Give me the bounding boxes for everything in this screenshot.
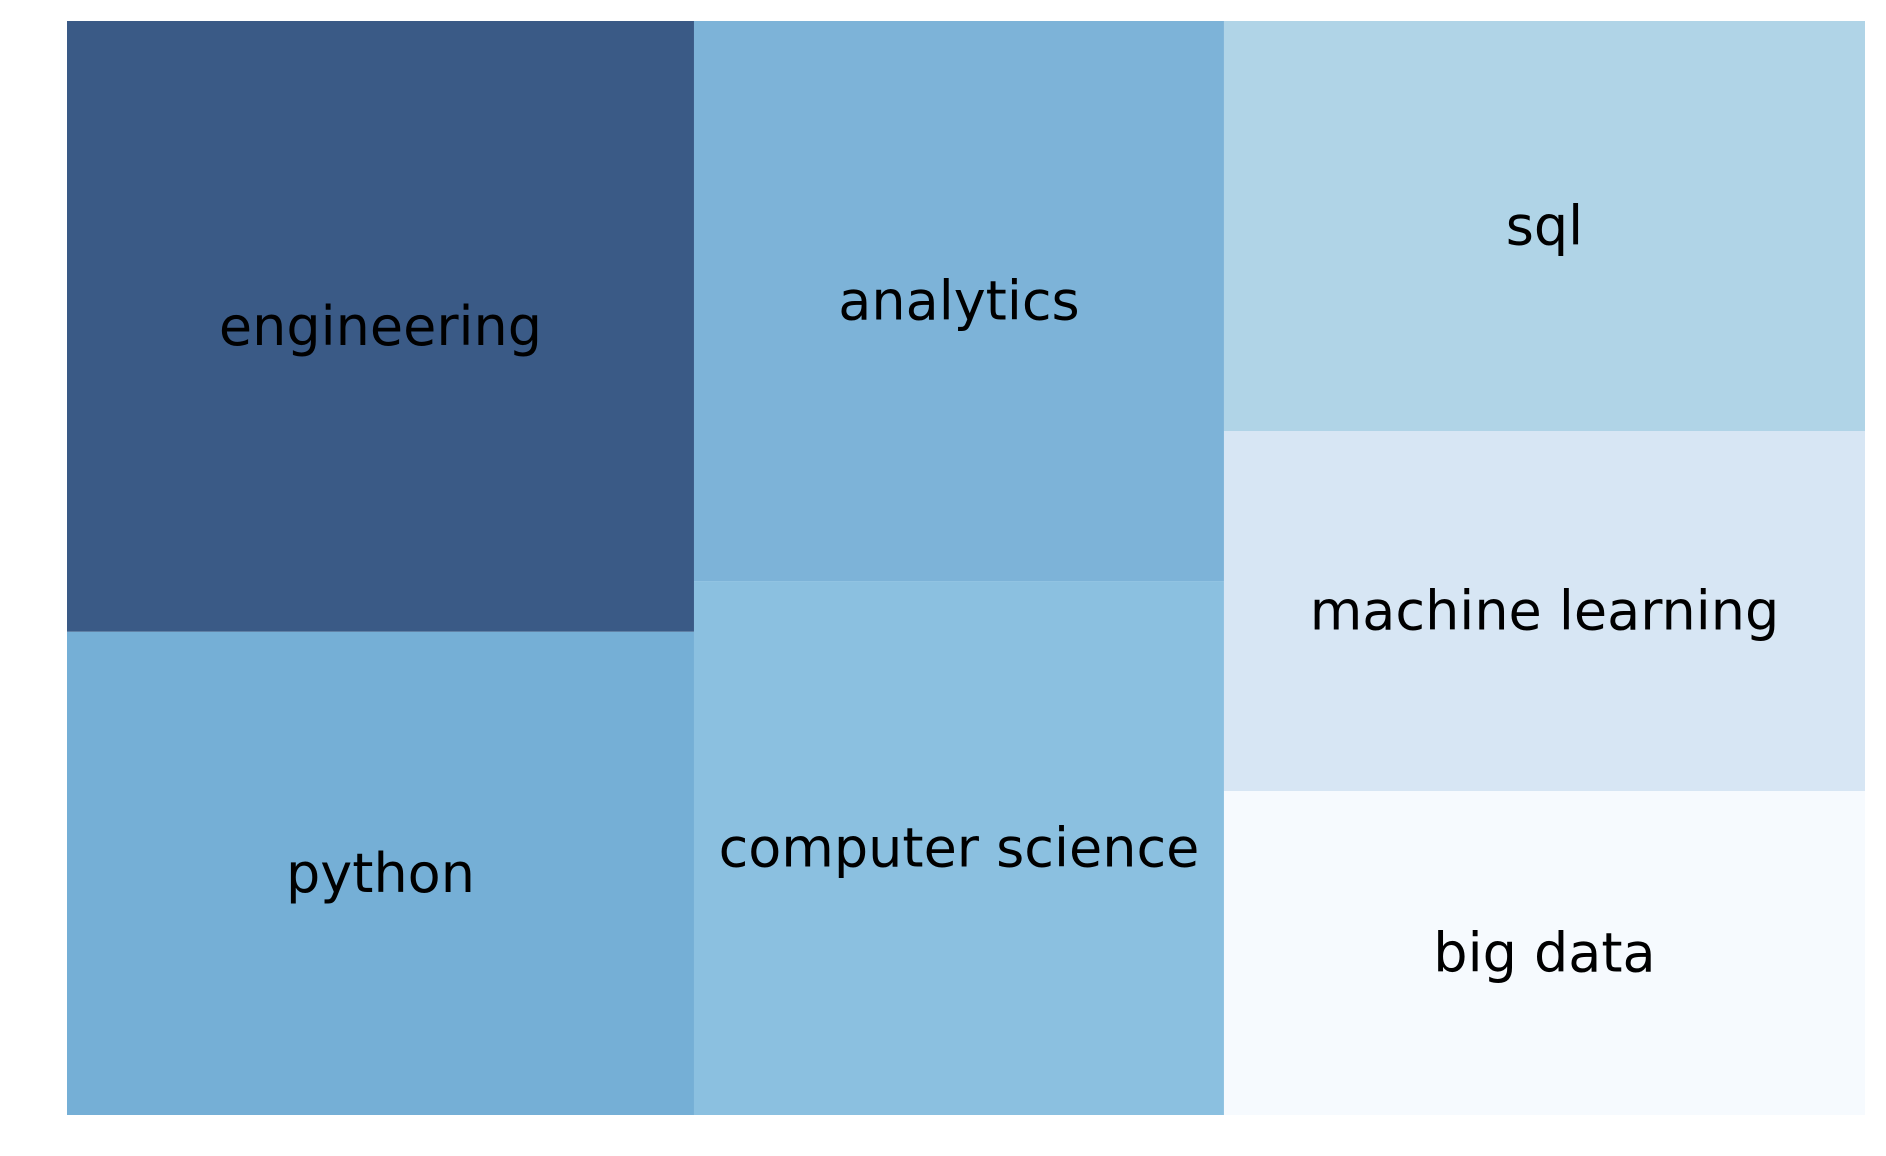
treemap-tile-machine-learning — [1223, 431, 1865, 792]
treemap-label-engineering: engineering — [219, 295, 542, 358]
treemap-tile-computer-science — [693, 581, 1224, 1115]
treemap-label-sql: sql — [1506, 195, 1583, 258]
treemap-label-analytics: analytics — [838, 270, 1079, 333]
treemap-labels: engineering python analytics computer scien… — [219, 195, 1779, 985]
treemap-tile-big-data — [1223, 791, 1865, 1115]
treemap-label-computer-science: computer science — [719, 817, 1200, 880]
treemap-tile-sql — [1223, 21, 1865, 432]
treemap-tile-analytics — [693, 21, 1224, 582]
treemap-label-python: python — [286, 842, 475, 905]
treemap-tile-python — [67, 631, 694, 1115]
treemap-tiles — [67, 21, 1865, 1115]
treemap-label-big-data: big data — [1433, 922, 1655, 985]
treemap-tile-engineering — [67, 21, 694, 632]
treemap-label-machine-learning: machine learning — [1310, 580, 1780, 643]
